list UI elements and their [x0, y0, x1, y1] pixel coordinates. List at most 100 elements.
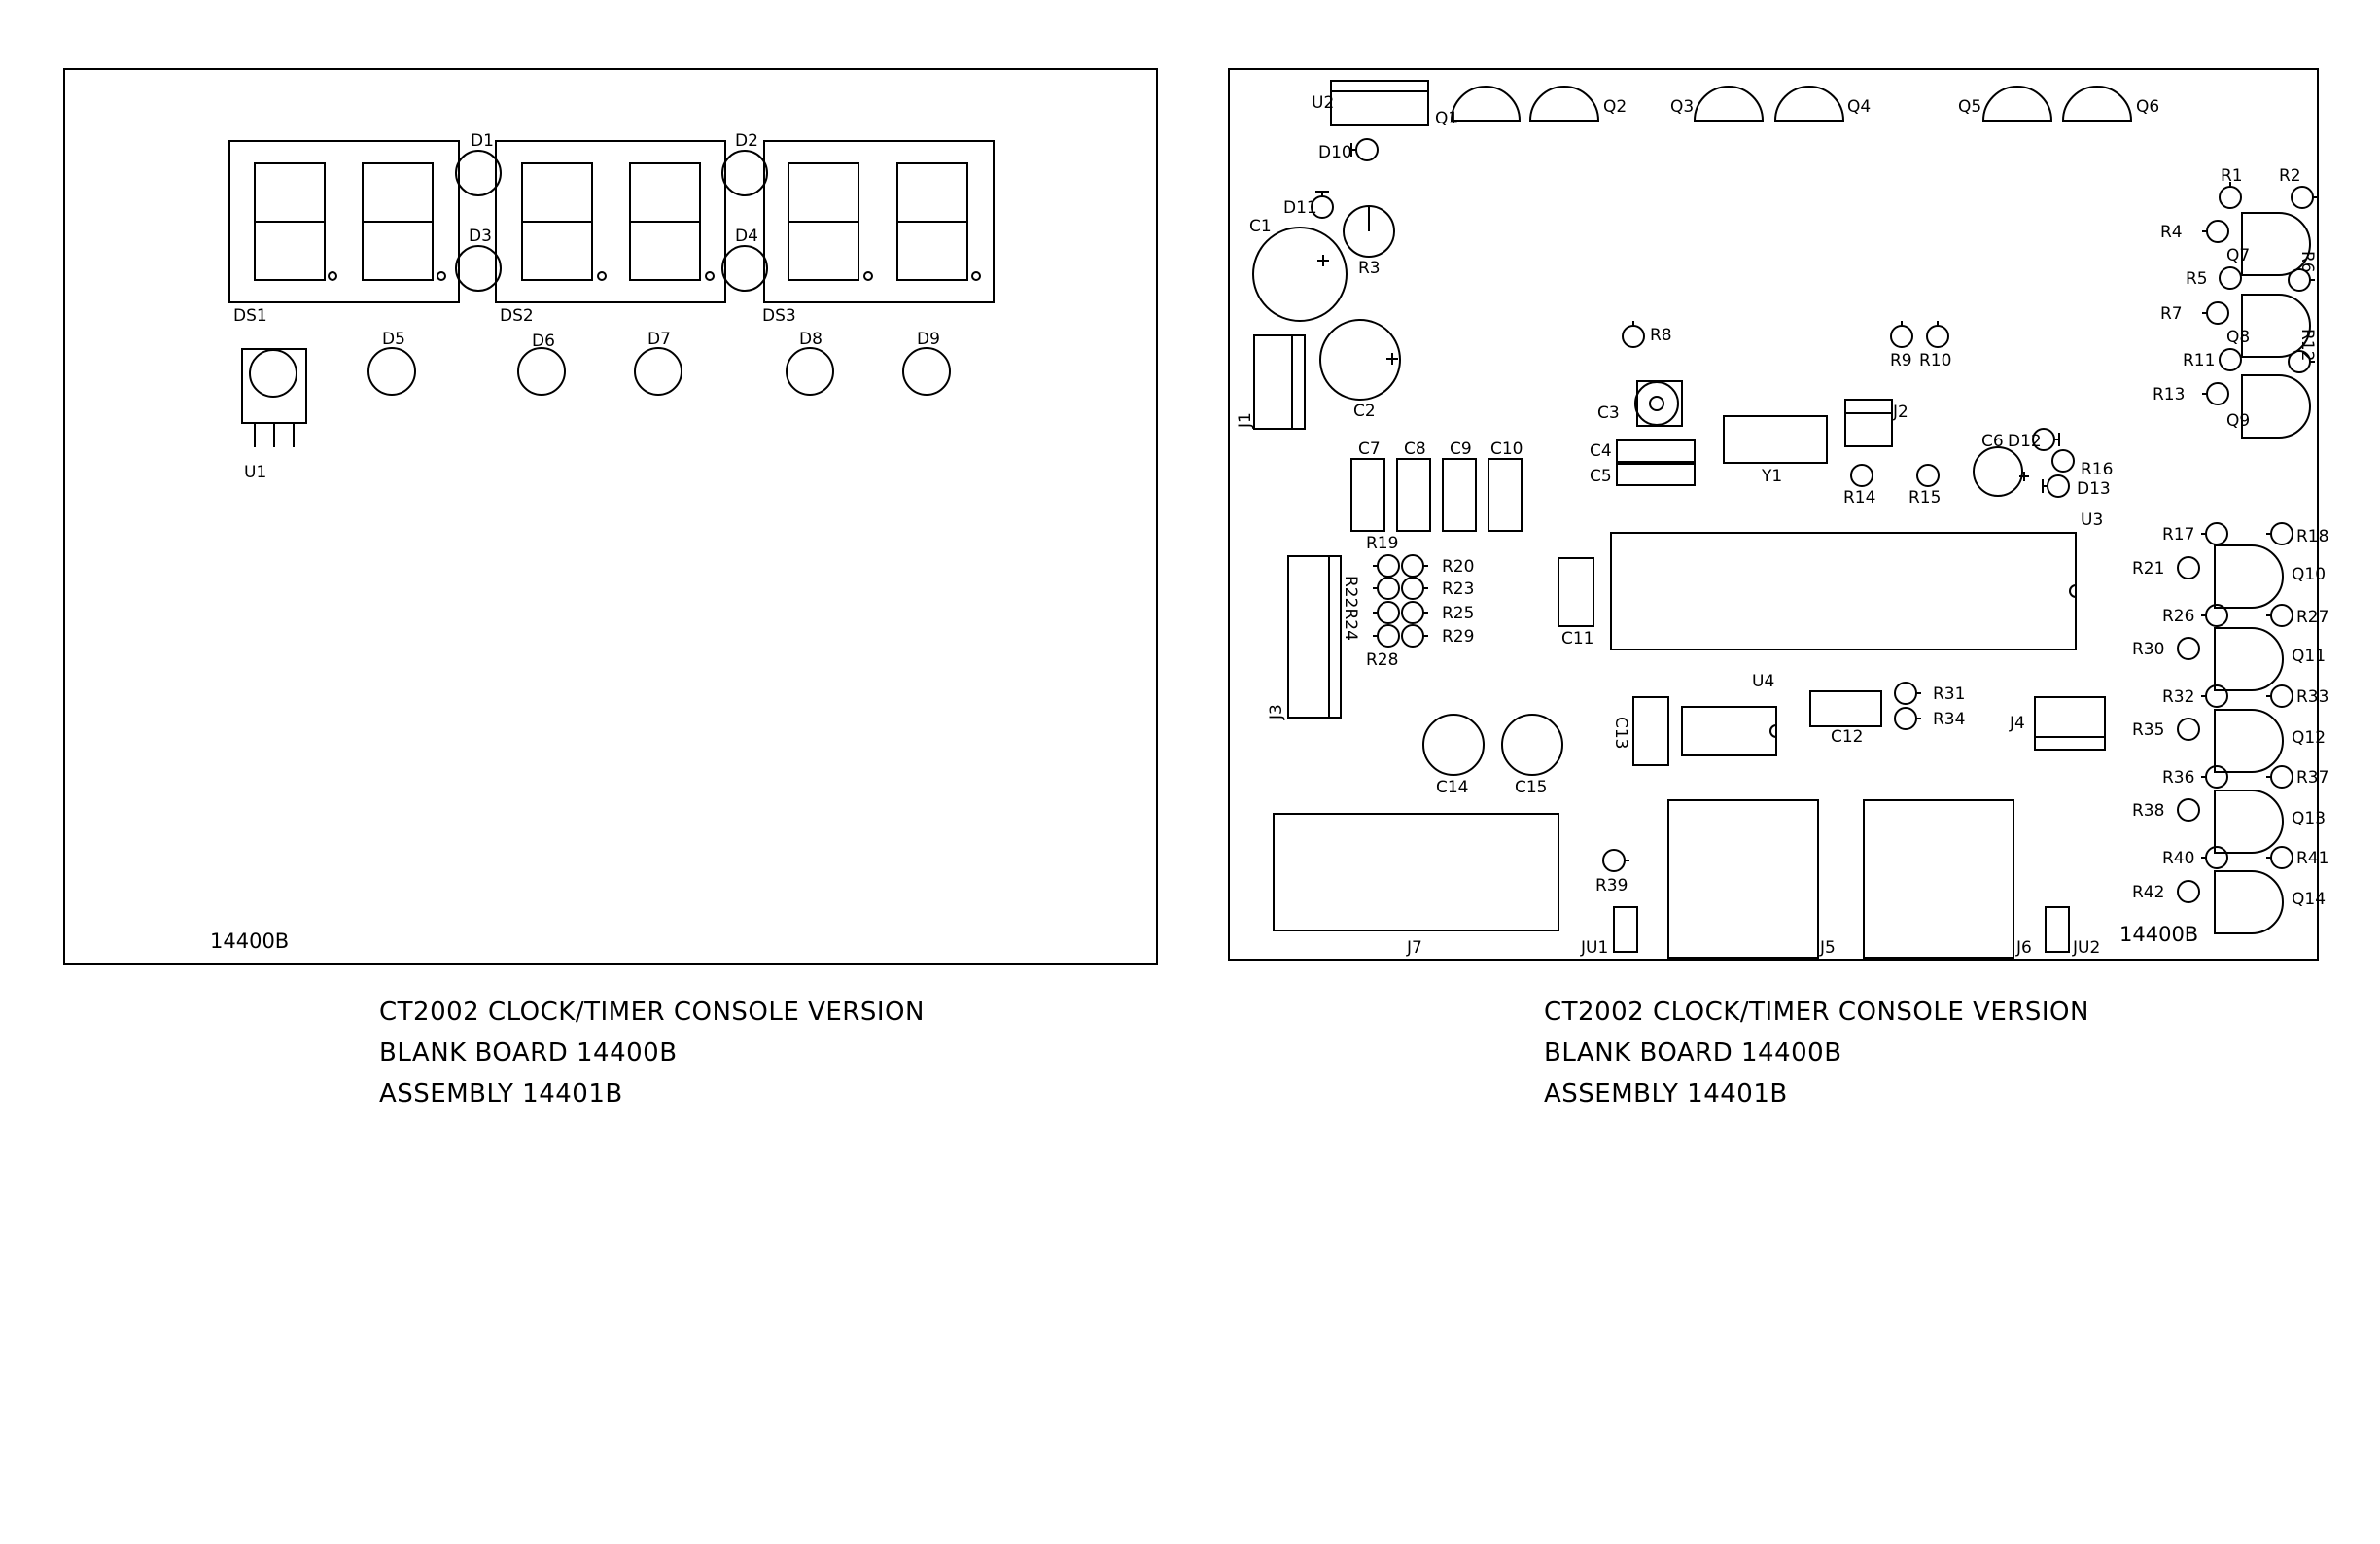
label-r28: R28 [1366, 650, 1398, 670]
label-c3: C3 [1597, 404, 1620, 423]
led-d2 [721, 150, 768, 196]
resistor-r14 [1850, 464, 1873, 487]
resistor-r31 [1894, 682, 1917, 705]
label-d1: D1 [471, 131, 494, 151]
label-r15: R15 [1908, 488, 1941, 508]
label-r14: R14 [1843, 488, 1875, 508]
label-r21: R21 [2132, 559, 2164, 579]
label-r32: R32 [2162, 687, 2194, 707]
capacitor-c1 [1252, 227, 1348, 322]
label-j5: J5 [1819, 938, 1836, 958]
label-r22r24: R22R24 [1341, 576, 1360, 641]
label-r26: R26 [2162, 607, 2194, 626]
label-c13: C13 [1611, 717, 1630, 750]
label-q13: Q13 [2292, 809, 2326, 828]
label-q2: Q2 [1603, 97, 1627, 117]
label-d4: D4 [735, 227, 758, 246]
connector-j1 [1253, 334, 1306, 430]
label-r12: R12 [2297, 329, 2317, 361]
label-j4: J4 [2009, 714, 2025, 733]
connector-j3 [1287, 555, 1342, 719]
label-j2: J2 [1892, 403, 1908, 422]
label-q9: Q9 [2226, 411, 2250, 431]
label-c2: C2 [1353, 402, 1376, 421]
resistor-r10 [1926, 321, 1949, 348]
capacitor-c3 [1634, 380, 1683, 427]
label-c15: C15 [1515, 778, 1548, 797]
capacitor-c12 [1809, 690, 1882, 727]
resistor-array [1373, 554, 1428, 648]
left-caption-title: CT2002 CLOCK/TIMER CONSOLE VERSION [379, 998, 925, 1027]
right-caption-assembly: ASSEMBLY 14401B [1544, 1079, 1788, 1108]
transistor-q6 [2061, 86, 2133, 122]
label-c9: C9 [1450, 439, 1472, 459]
label-u4: U4 [1752, 672, 1774, 691]
label-u1: U1 [244, 463, 266, 482]
label-r7: R7 [2160, 304, 2183, 324]
label-c6: C6 [1981, 432, 2004, 451]
label-c11: C11 [1561, 629, 1594, 649]
label-q10: Q10 [2292, 565, 2326, 584]
label-r41: R41 [2296, 849, 2328, 868]
transistor-q5 [1981, 86, 2053, 122]
label-r5: R5 [2186, 269, 2208, 289]
regulator-u2 [1330, 80, 1429, 126]
label-d10: D10 [1318, 143, 1352, 162]
label-r37: R37 [2296, 768, 2328, 788]
display-ds2 [495, 140, 726, 303]
label-d5: D5 [382, 330, 405, 349]
label-c1: C1 [1249, 217, 1272, 236]
label-ju1: JU1 [1580, 938, 1608, 958]
transistor-q4 [1773, 86, 1845, 122]
label-j6: J6 [2015, 938, 2032, 958]
led-d5 [368, 347, 416, 396]
label-r19: R19 [1366, 534, 1398, 553]
label-c4: C4 [1590, 441, 1612, 461]
diode-d13 [2042, 474, 2070, 498]
label-r35: R35 [2132, 720, 2164, 740]
ic-u4 [1681, 706, 1777, 756]
label-r1: R1 [2221, 166, 2243, 186]
label-d3: D3 [469, 227, 492, 246]
led-d9 [902, 347, 951, 396]
label-d11: D11 [1283, 198, 1317, 218]
label-r34: R34 [1933, 710, 1965, 729]
capacitor-c13 [1632, 696, 1669, 766]
capacitor-c11 [1558, 557, 1594, 627]
led-d6 [517, 347, 566, 396]
label-q6: Q6 [2136, 97, 2159, 117]
label-r23: R23 [1442, 579, 1474, 599]
capacitor-c10 [1488, 458, 1522, 532]
capacitor-c2 [1319, 319, 1401, 401]
label-d6: D6 [532, 332, 555, 351]
label-r42: R42 [2132, 883, 2164, 902]
label-c8: C8 [1404, 439, 1426, 459]
label-r18: R18 [2296, 527, 2328, 546]
capacitor-c4 [1616, 439, 1696, 463]
transistor-q1 [1450, 86, 1522, 122]
jumper-ju1 [1613, 906, 1638, 953]
led-d3 [455, 245, 502, 292]
label-ds3: DS3 [762, 306, 796, 326]
right-board-number: 14400B [2119, 923, 2198, 946]
right-board-outline [1228, 68, 2319, 961]
resistor-r9 [1890, 321, 1913, 348]
diode-d12 [2032, 428, 2060, 451]
diode-d11 [1311, 191, 1334, 219]
label-q4: Q4 [1847, 97, 1871, 117]
left-board-number: 14400B [210, 930, 289, 953]
label-q1: Q1 [1435, 109, 1458, 128]
right-caption-title: CT2002 CLOCK/TIMER CONSOLE VERSION [1544, 998, 2089, 1027]
led-d4 [721, 245, 768, 292]
connector-j6 [1863, 799, 2014, 959]
label-c5: C5 [1590, 467, 1612, 486]
label-q14: Q14 [2292, 890, 2326, 909]
lower-drivers [2177, 522, 2293, 934]
left-caption-blank-board: BLANK BOARD 14400B [379, 1038, 678, 1068]
display-ds3 [763, 140, 995, 303]
label-d13: D13 [2077, 479, 2111, 499]
label-u2: U2 [1312, 93, 1334, 113]
led-d1 [455, 150, 502, 196]
label-r13: R13 [2152, 385, 2185, 404]
